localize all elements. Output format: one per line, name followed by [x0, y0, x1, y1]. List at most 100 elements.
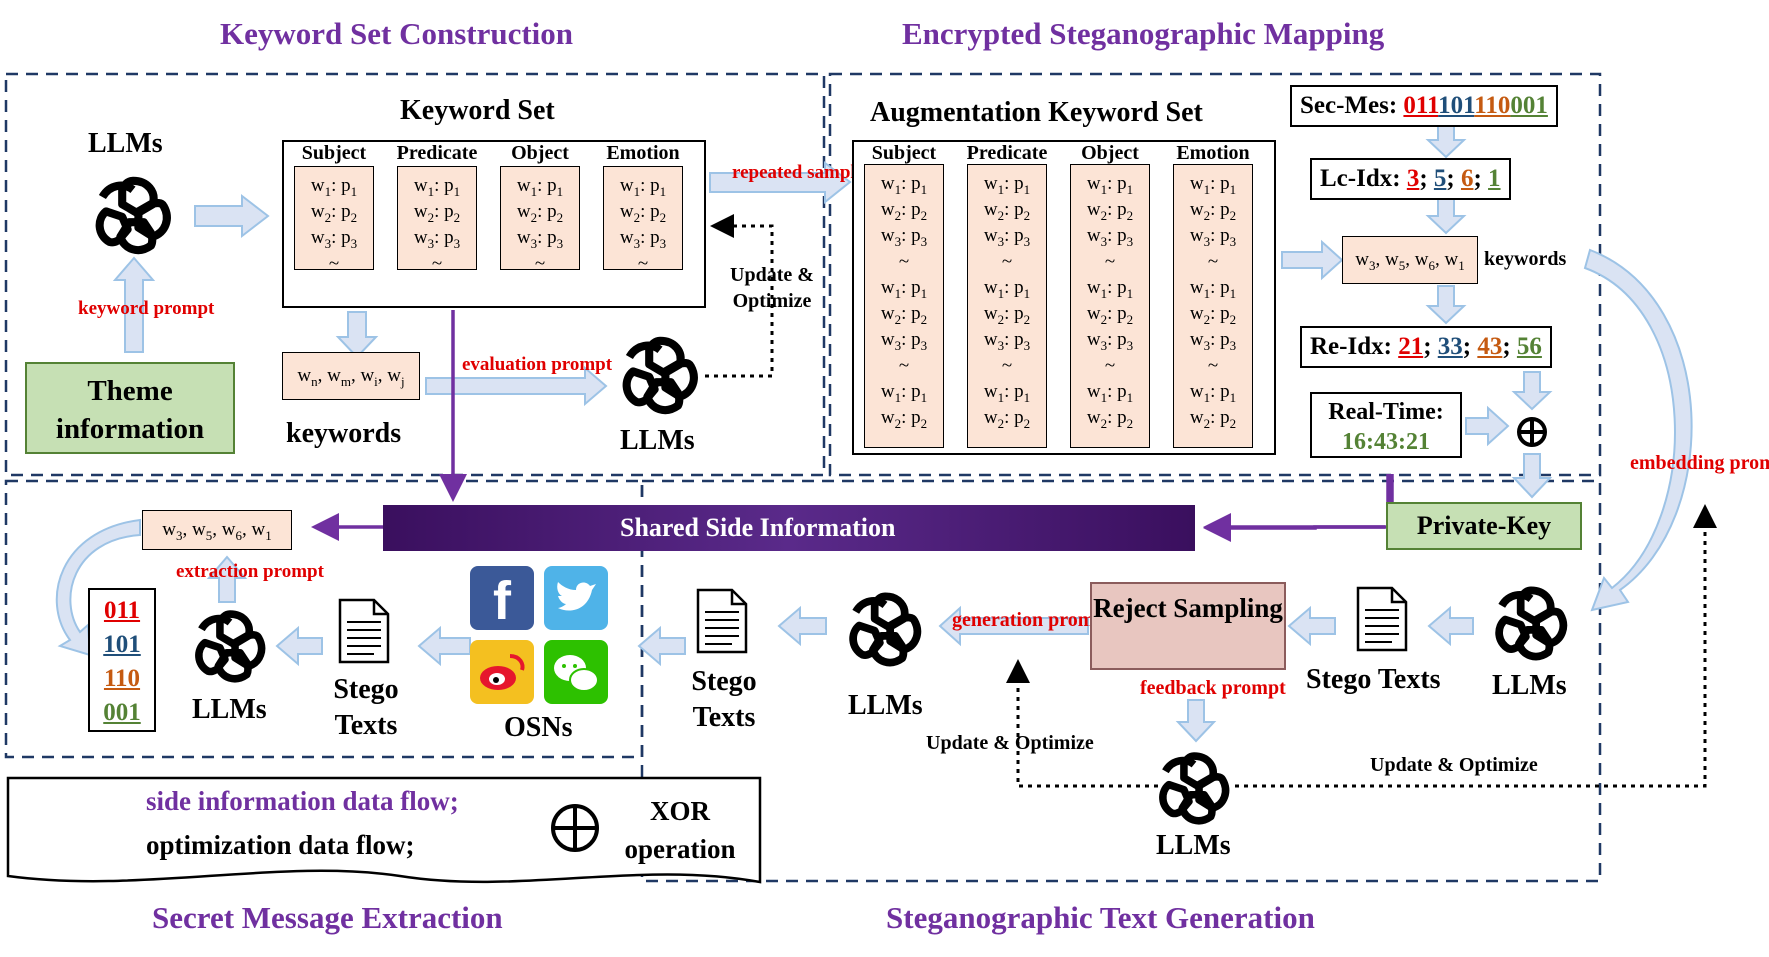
llm-label-keyword: LLMs [88, 128, 163, 159]
bits-group-3: 110 [103, 665, 141, 692]
cell: w2: p2 [983, 407, 1031, 431]
bits-group-2: 101 [103, 631, 141, 658]
stego-texts-label-embedding: Stego Texts [1306, 664, 1441, 695]
llm-label-embedding: LLMs [1492, 670, 1567, 701]
cell: w3: p3 [1189, 225, 1237, 249]
segment-4: 56 [1516, 333, 1542, 360]
secret-message-box: Sec-Mes: 011101110001 [1290, 85, 1558, 127]
reject-sampling-text: Reject Sampling [1093, 593, 1283, 623]
private-key-box: Private-Key [1386, 502, 1582, 550]
segment-2: 101 [1438, 92, 1475, 119]
segment-1: 011 [1403, 92, 1439, 119]
cell: w1: p1 [880, 173, 928, 197]
llm-label-extraction: LLMs [192, 694, 267, 725]
re-idx-values: 21; 33; 43; 56 [1398, 333, 1542, 360]
cell: ~ [1104, 251, 1116, 272]
section-title-generation: Steganographic Text Generation [886, 900, 1315, 935]
cell: w2: p2 [1086, 407, 1134, 431]
cell: w1: p1 [1086, 277, 1134, 301]
private-key-text: Private-Key [1416, 511, 1552, 540]
llm-label-generation: LLMs [848, 690, 923, 721]
wechat-icon [544, 640, 608, 704]
cell: ~ [534, 253, 546, 274]
evaluation-prompt-label: evaluation prompt [462, 354, 613, 375]
cell: w2: p2 [1189, 407, 1237, 431]
segment-1: 3 [1406, 165, 1420, 192]
cell: w3: p3 [880, 329, 928, 353]
legend-xor: XOR operation [624, 796, 736, 864]
frame-extraction [4, 479, 644, 759]
cell: ~ [431, 253, 443, 274]
cell: ~ [1207, 251, 1219, 272]
keywords-label: keywords [286, 418, 402, 449]
update-optimize-label-right: Update & Optimize [1370, 754, 1538, 776]
cell: w2: p2 [983, 199, 1031, 223]
cell: w2: p2 [516, 201, 564, 225]
feedback-prompt-label: feedback prompt [1140, 677, 1286, 699]
cell: w2: p2 [310, 201, 358, 225]
llm-icon [849, 592, 922, 667]
generation-prompt-label: generation prompt [952, 609, 1113, 631]
frame-keyword-construction [4, 72, 826, 477]
re-idx-label: Re-Idx: [1310, 333, 1392, 360]
cell: w2: p2 [413, 201, 461, 225]
cell: w2: p2 [880, 407, 928, 431]
selected-keywords-text: w3, w5, w6, w1 [1355, 249, 1465, 273]
column-header-emotion: Emotion [1176, 142, 1250, 164]
block-arrows [55, 119, 1693, 743]
cell: w3: p3 [310, 227, 358, 251]
segment-3: 6 [1460, 165, 1474, 192]
theme-information-text: Theme information [55, 375, 205, 445]
legend-side-information: side information data flow; [146, 786, 459, 816]
cell: w3: p3 [413, 227, 461, 251]
cell: w1: p1 [619, 175, 667, 199]
theme-information-box: Theme information [25, 362, 235, 454]
extracted-keywords-box: w3, w5, w6, w1 [142, 510, 292, 550]
cell: w3: p3 [1189, 329, 1237, 353]
bits-group-4: 001 [103, 699, 141, 726]
cell: ~ [1001, 251, 1013, 272]
keywords-small-label: keywords [1484, 248, 1567, 270]
secret-message-label: Sec-Mes: [1300, 92, 1398, 119]
section-title-extraction: Secret Message Extraction [152, 900, 503, 935]
cell: w1: p1 [1189, 277, 1237, 301]
llm-label-feedback: LLMs [1156, 830, 1231, 861]
column-header-predicate: Predicate [396, 142, 478, 164]
cell: ~ [1001, 355, 1013, 376]
segment-4: 001 [1510, 92, 1548, 119]
document-icon [1356, 586, 1408, 652]
re-idx-box: Re-Idx: 21; 33; 43; 56 [1300, 326, 1552, 368]
secret-message-bits: 011101110001 [1403, 92, 1548, 119]
candidate-keywords-box: wn, wm, wi, wj [282, 352, 420, 400]
section-title-encrypted-mapping: Encrypted Steganographic Mapping [902, 16, 1385, 51]
bits-group-1: 011 [103, 597, 141, 624]
cell: ~ [898, 251, 910, 272]
stego-texts-label-generation: Stego Texts [691, 666, 757, 733]
facebook-icon: f [470, 566, 534, 631]
segment-3: 110 [1474, 92, 1511, 119]
repeated-sampling-label: repeated sampling [732, 162, 882, 183]
cell: ~ [637, 253, 649, 274]
column-header-subject: Subject [871, 142, 937, 164]
cell: w1: p1 [1189, 173, 1237, 197]
selected-keywords-box: w3, w5, w6, w1 [1342, 236, 1478, 284]
real-time-value: 16:43:21 [1342, 429, 1430, 455]
lc-idx-label: Lc-Idx: [1320, 165, 1401, 192]
cell: w3: p3 [516, 227, 564, 251]
segment-2: 33 [1437, 333, 1463, 360]
cell: ~ [1207, 355, 1219, 376]
cell: w1: p1 [1189, 381, 1237, 405]
stego-texts-label-extraction: Stego Texts [333, 674, 399, 741]
cell: w2: p2 [880, 303, 928, 327]
cell: w1: p1 [1086, 381, 1134, 405]
osns-label: OSNs [504, 712, 573, 743]
cell: w2: p2 [983, 303, 1031, 327]
cell: w2: p2 [880, 199, 928, 223]
